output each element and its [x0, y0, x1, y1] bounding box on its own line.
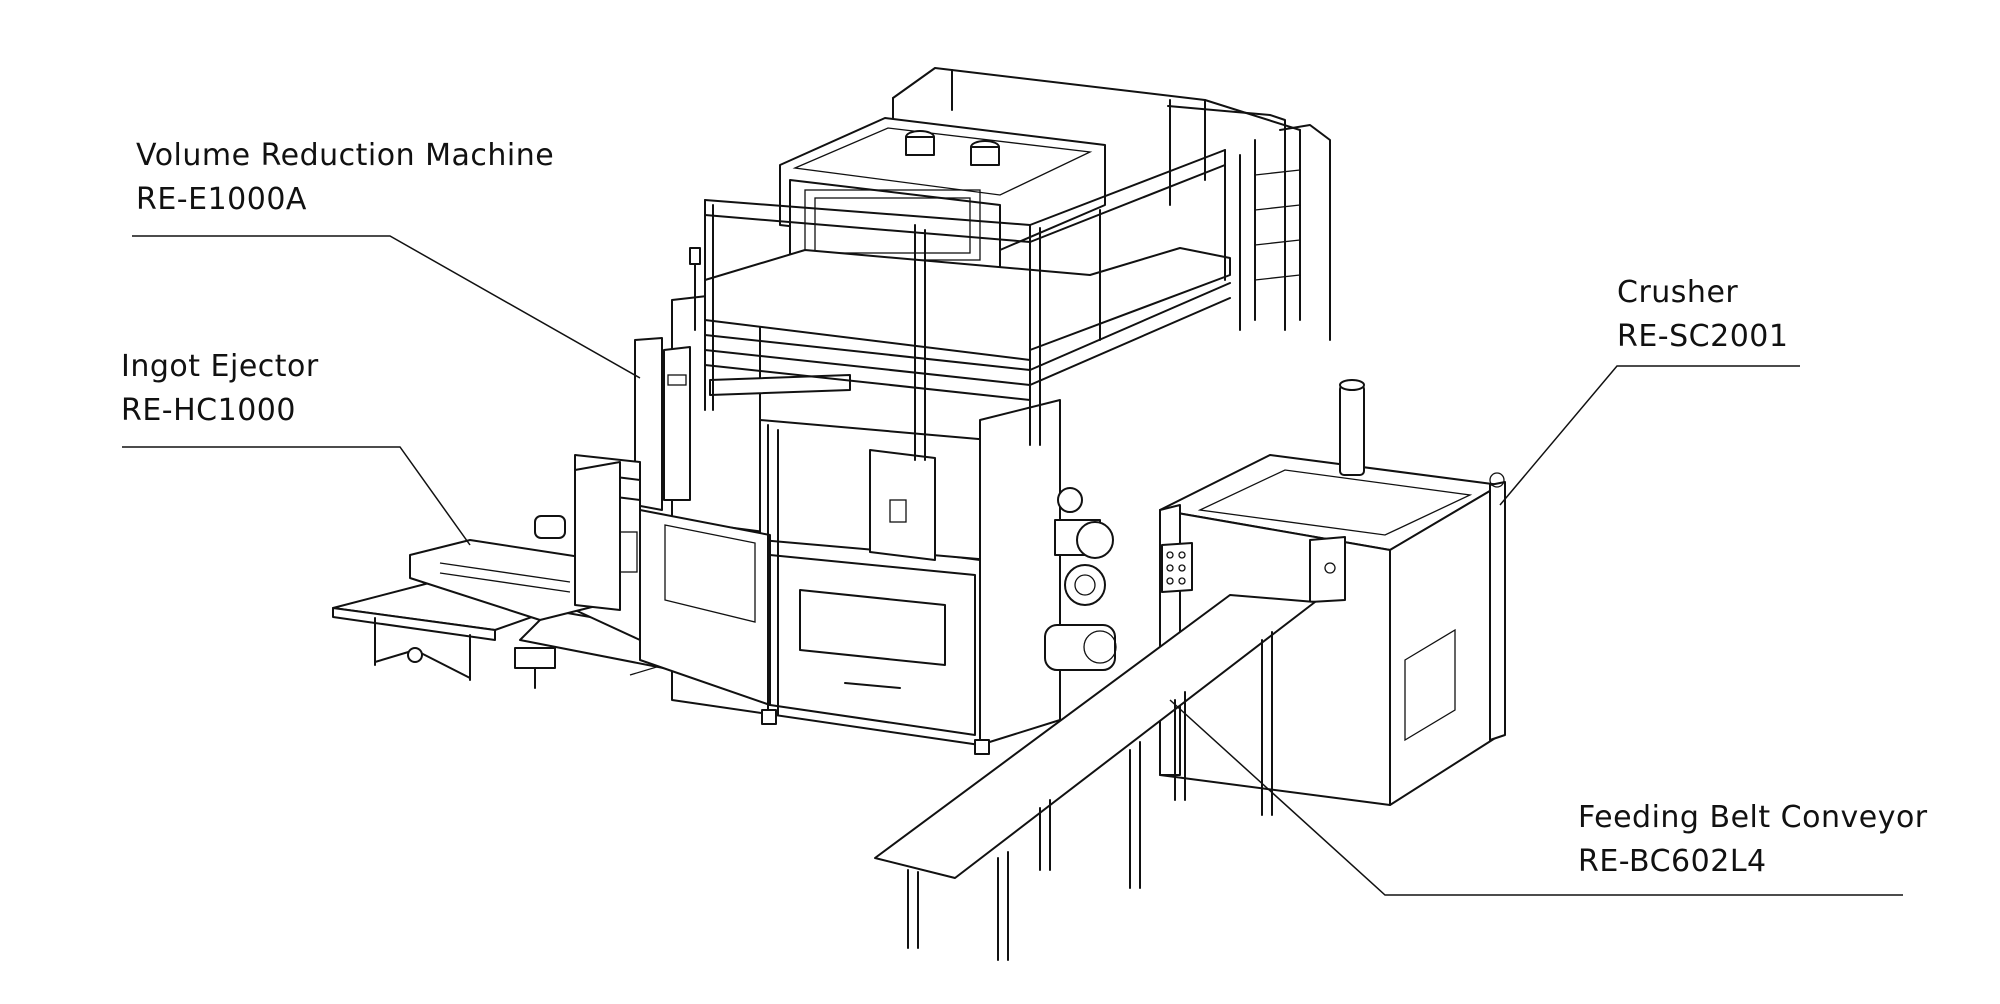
leader-volume-reduction-machine — [132, 235, 641, 379]
callout-name: Feeding Belt Conveyor — [1578, 800, 1928, 835]
crusher — [1159, 379, 1506, 806]
leader-ingot-ejector — [122, 446, 471, 546]
callout-feeding-belt-conveyor: Feeding Belt Conveyor RE-BC602L4 — [1578, 796, 1928, 884]
callout-name: Volume Reduction Machine — [136, 138, 555, 173]
ingot-ejector — [332, 461, 621, 689]
leader-lines — [122, 235, 1903, 896]
callout-volume-reduction-machine: Volume Reduction Machine RE-E1000A — [136, 134, 554, 222]
callout-crusher: Crusher RE-SC2001 — [1617, 271, 1788, 359]
callout-name: Ingot Ejector — [121, 349, 319, 384]
leader-feeding-belt-conveyor — [1169, 699, 1903, 896]
callout-ingot-ejector: Ingot Ejector RE-HC1000 — [121, 345, 319, 433]
feeding-belt-conveyor — [874, 594, 1316, 961]
vrm-main-body — [574, 247, 1117, 755]
callout-model: RE-HC1000 — [121, 393, 296, 428]
leader-crusher — [1499, 365, 1800, 506]
callout-model: RE-BC602L4 — [1578, 844, 1767, 879]
callout-model: RE-E1000A — [136, 182, 307, 217]
callout-model: RE-SC2001 — [1617, 319, 1789, 354]
callout-name: Crusher — [1617, 275, 1739, 310]
vrm-walkway-railing — [704, 124, 1331, 461]
